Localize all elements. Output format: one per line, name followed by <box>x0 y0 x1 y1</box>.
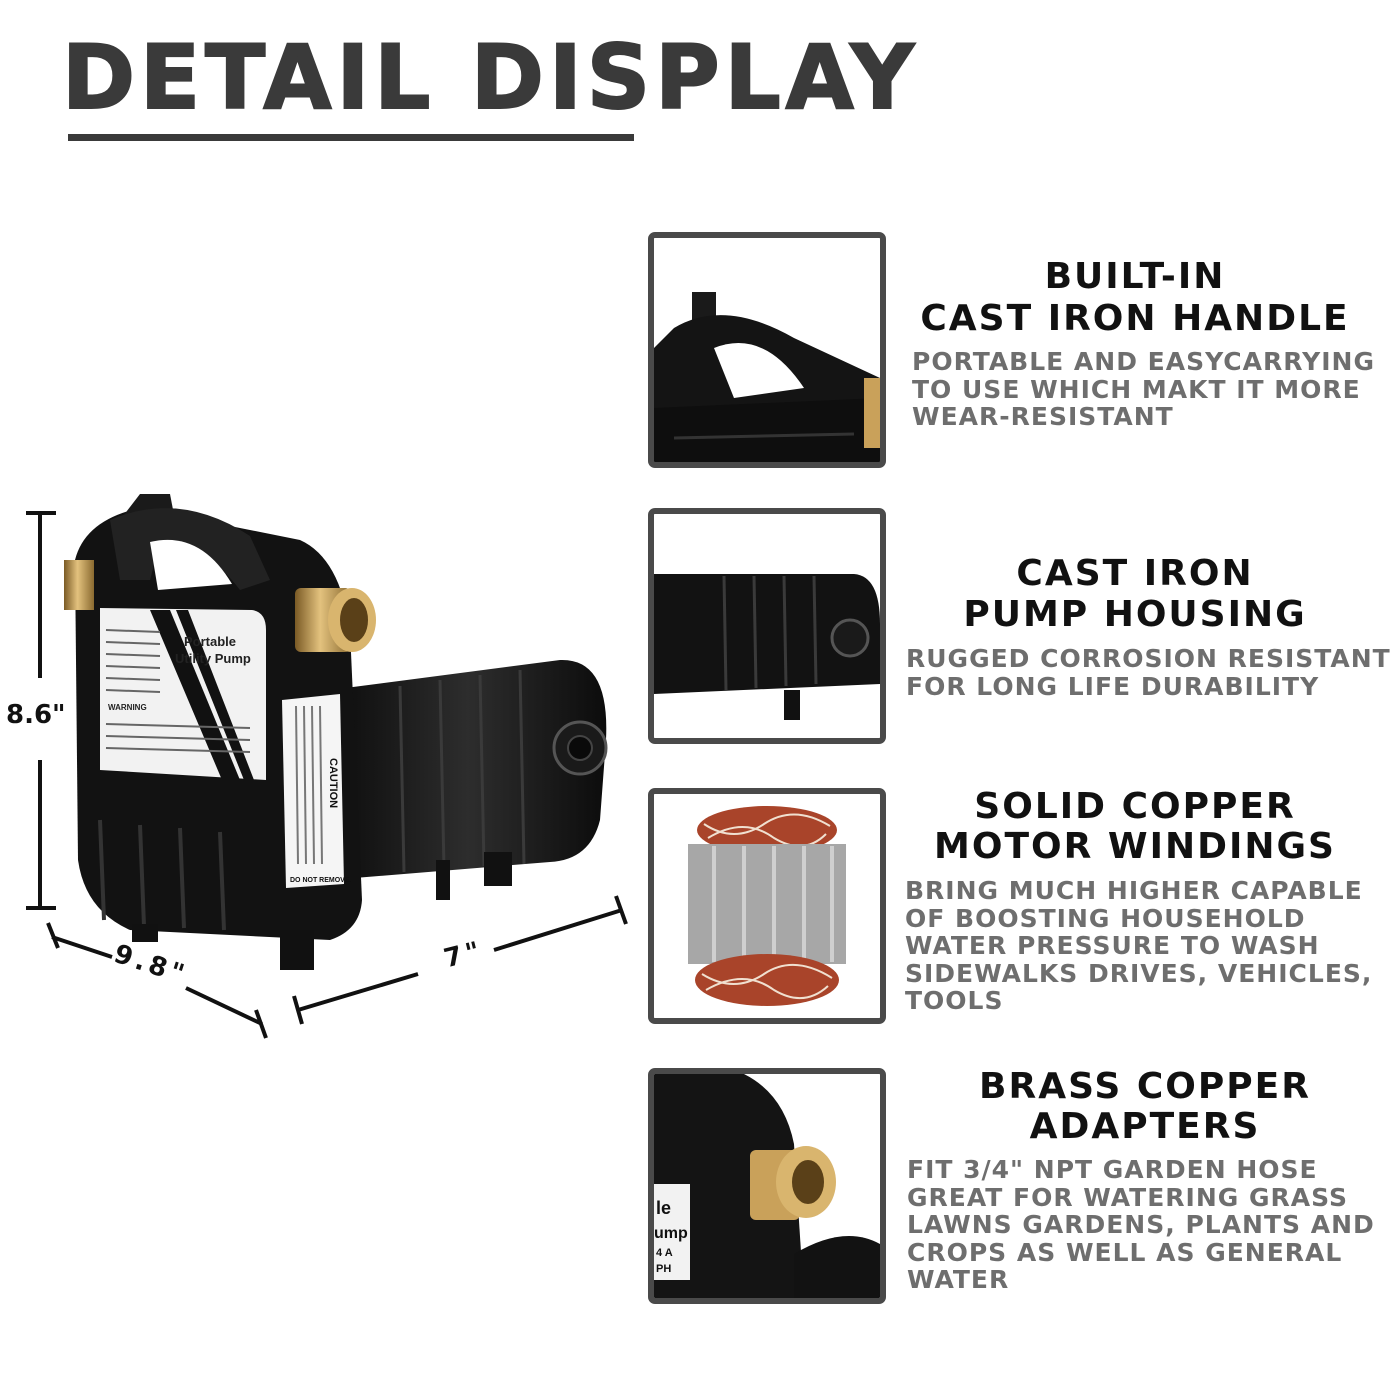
page-title: DETAIL DISPLAY <box>61 26 920 129</box>
thumb-label-text-3: 4 A <box>656 1247 673 1259</box>
housing-thumbnail <box>648 508 886 744</box>
feature-3-desc-line2: OF BOOSTING HOUSEHOLD <box>905 903 1306 933</box>
title-underline <box>68 134 634 141</box>
feature-1-desc-line1: PORTABLE AND EASYCARRYING <box>912 347 1375 376</box>
feature-3-desc-line1: BRING MUCH HIGHER CAPABLE <box>905 876 1363 905</box>
feature-4-title-line1: BRASS COPPER <box>979 1066 1311 1107</box>
feature-3-title-line2: MOTOR WINDINGS <box>934 826 1336 867</box>
feature-2-desc-line1: RUGGED CORROSION RESISTANT <box>906 644 1391 673</box>
feature-1-title-line2: CAST IRON HANDLE <box>920 298 1350 339</box>
feature-2-title-line1: CAST IRON <box>1016 553 1254 594</box>
width-dimension-line <box>292 895 628 1025</box>
pump-front-label: Portable Utility Pump WARNING <box>100 608 266 780</box>
feature-3-desc-line5: TOOLS <box>905 986 1004 1015</box>
pump-illustration: Portable Utility Pump WARNING CAUTION DO… <box>26 494 628 1039</box>
feature-4-desc-line2: GREAT FOR WATERING GRASS <box>907 1182 1348 1212</box>
feature-1-desc-line3: WEAR-RESISTANT <box>912 402 1174 431</box>
copper-windings-thumbnail <box>648 788 886 1024</box>
feature-2-desc-line2: FOR LONG LIFE DURABILITY <box>906 671 1320 701</box>
feature-1-title-line1: BUILT-IN <box>1044 256 1226 297</box>
label-brand-line2: Utility Pump <box>175 651 251 666</box>
label-warning: WARNING <box>108 703 147 712</box>
feature-4-desc-line4: CROPS AS WELL AS GENERAL <box>907 1237 1343 1267</box>
brass-fitting-right <box>295 588 376 652</box>
feature-4-desc-line1: FIT 3/4" NPT GARDEN HOSE <box>907 1155 1318 1184</box>
thumb-label-text-4: PH <box>656 1263 671 1275</box>
feature-1-desc-line2: TO USE WHICH MAKT IT MORE <box>912 374 1361 404</box>
brass-adapter-thumbnail: le ump 4 A PH <box>648 1068 886 1304</box>
feature-3-title-line1: SOLID COPPER <box>974 786 1296 827</box>
height-dimension-label: 8.6" <box>6 700 66 730</box>
pump-side-label: CAUTION DO NOT REMOVE. <box>282 694 352 888</box>
label-caution: CAUTION <box>327 758 339 808</box>
feature-2-title-line2: PUMP HOUSING <box>963 594 1307 635</box>
label-brand-line1: Portable <box>184 634 236 649</box>
feature-4-title-line2: ADAPTERS <box>1029 1106 1261 1147</box>
height-dimension-line <box>26 511 56 910</box>
length-dimension-line <box>46 922 268 1039</box>
thumb-label-text-2: ump <box>654 1225 688 1242</box>
feature-3-desc-line4: SIDEWALKS DRIVES, VEHICLES, <box>905 958 1373 988</box>
feature-3-desc-line3: WATER PRESSURE TO WASH <box>905 931 1320 960</box>
thumb-label-text-1: le <box>656 1198 671 1218</box>
feature-4-desc-line5: WATER <box>907 1265 1010 1294</box>
label-do-not-remove: DO NOT REMOVE. <box>290 877 352 884</box>
feature-4-desc-line3: LAWNS GARDENS, PLANTS AND <box>907 1210 1375 1239</box>
handle-thumbnail <box>648 232 886 468</box>
brass-fitting-left <box>64 560 94 610</box>
motor-housing <box>330 659 608 900</box>
